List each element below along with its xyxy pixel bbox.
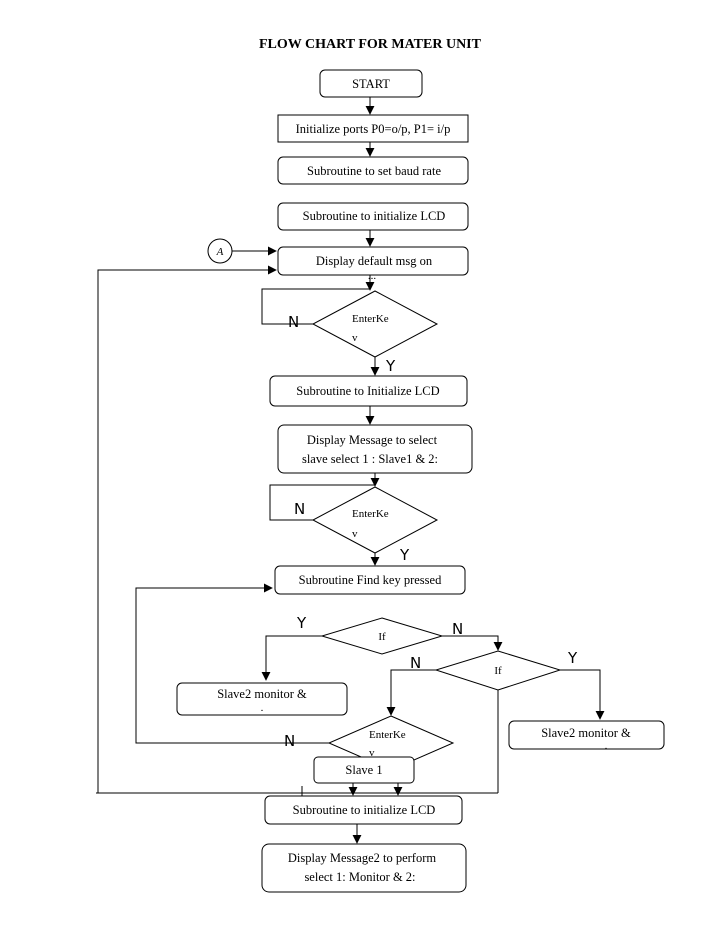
yes-label: Y (296, 614, 307, 632)
enter-key-2-label-2: v (352, 528, 358, 540)
chart-title: FLOW CHART FOR MATER UNIT (259, 37, 482, 52)
init-lcd-2-node (269, 375, 468, 407)
no-branch-line (386, 669, 436, 716)
slave2-left-label: Slave2 monitor & (217, 687, 307, 701)
select-slave-label: Display Message to select (307, 433, 438, 447)
init-ports-node (277, 114, 469, 143)
yes-label: Y (385, 357, 396, 375)
no-loop-line (261, 288, 370, 325)
yes-label: Y (399, 546, 410, 564)
no-label: N (284, 732, 295, 750)
if-1-decision (320, 617, 444, 655)
display-default-node (277, 246, 469, 276)
enter-key-3-label: EnterKe (369, 729, 406, 741)
if-2-label: If (494, 665, 502, 677)
no-loop-line (269, 484, 375, 521)
no-branch-line (442, 635, 503, 651)
slave1-node (313, 756, 415, 784)
find-key-node (274, 565, 466, 595)
init-ports-label: Initialize ports P0=o/p, P1= i/p (296, 122, 451, 136)
slave2-left-node (176, 682, 348, 716)
select-slave-label-2: slave select 1 : Slave1 & 2: (302, 452, 438, 466)
init-lcd-1-label: Subroutine to initialize LCD (303, 209, 446, 223)
slave2-left-label-2: . (261, 702, 264, 714)
baud-rate-label: Subroutine to set baud rate (307, 164, 441, 178)
slave2-right-node (508, 720, 665, 750)
message2-node (261, 843, 467, 893)
no-label: N (288, 313, 299, 331)
connector-a-label: A (216, 246, 224, 258)
no-loop-line (135, 583, 329, 744)
init-lcd-3-label: Subroutine to initialize LCD (293, 803, 436, 817)
message2-label-2: select 1: Monitor & 2: (304, 870, 415, 884)
enter-key-3-label-2: v (369, 747, 375, 759)
find-key-label: Subroutine Find key pressed (299, 573, 442, 587)
slave2-right-label-2: . (605, 740, 608, 752)
no-label: N (294, 500, 305, 518)
message2-label: Display Message2 to perform (288, 851, 437, 865)
display-default-label-2: ... (368, 270, 377, 282)
enter-key-1-label: EnterKe (352, 313, 389, 325)
yes-branch-line (261, 635, 322, 681)
slave2-right-label: Slave2 monitor & (541, 726, 631, 740)
init-lcd-3-node (264, 795, 463, 825)
yes-label: Y (567, 649, 578, 667)
yes-branch-line (560, 669, 605, 720)
enter-key-2-label: EnterKe (352, 508, 389, 520)
display-default-label: Display default msg on (316, 254, 433, 268)
init-lcd-2-label: Subroutine to Initialize LCD (296, 384, 439, 398)
slave1-label: Slave 1 (345, 763, 382, 777)
if-1-label: If (378, 631, 386, 643)
enter-key-2-decision (311, 486, 439, 554)
start-label: START (352, 77, 390, 91)
init-lcd-1-node (277, 202, 469, 231)
start-node (319, 69, 423, 98)
no-label: N (452, 620, 463, 638)
baud-rate-node (277, 156, 469, 185)
enter-key-1-label-2: v (352, 332, 358, 344)
no-label: N (410, 654, 421, 672)
